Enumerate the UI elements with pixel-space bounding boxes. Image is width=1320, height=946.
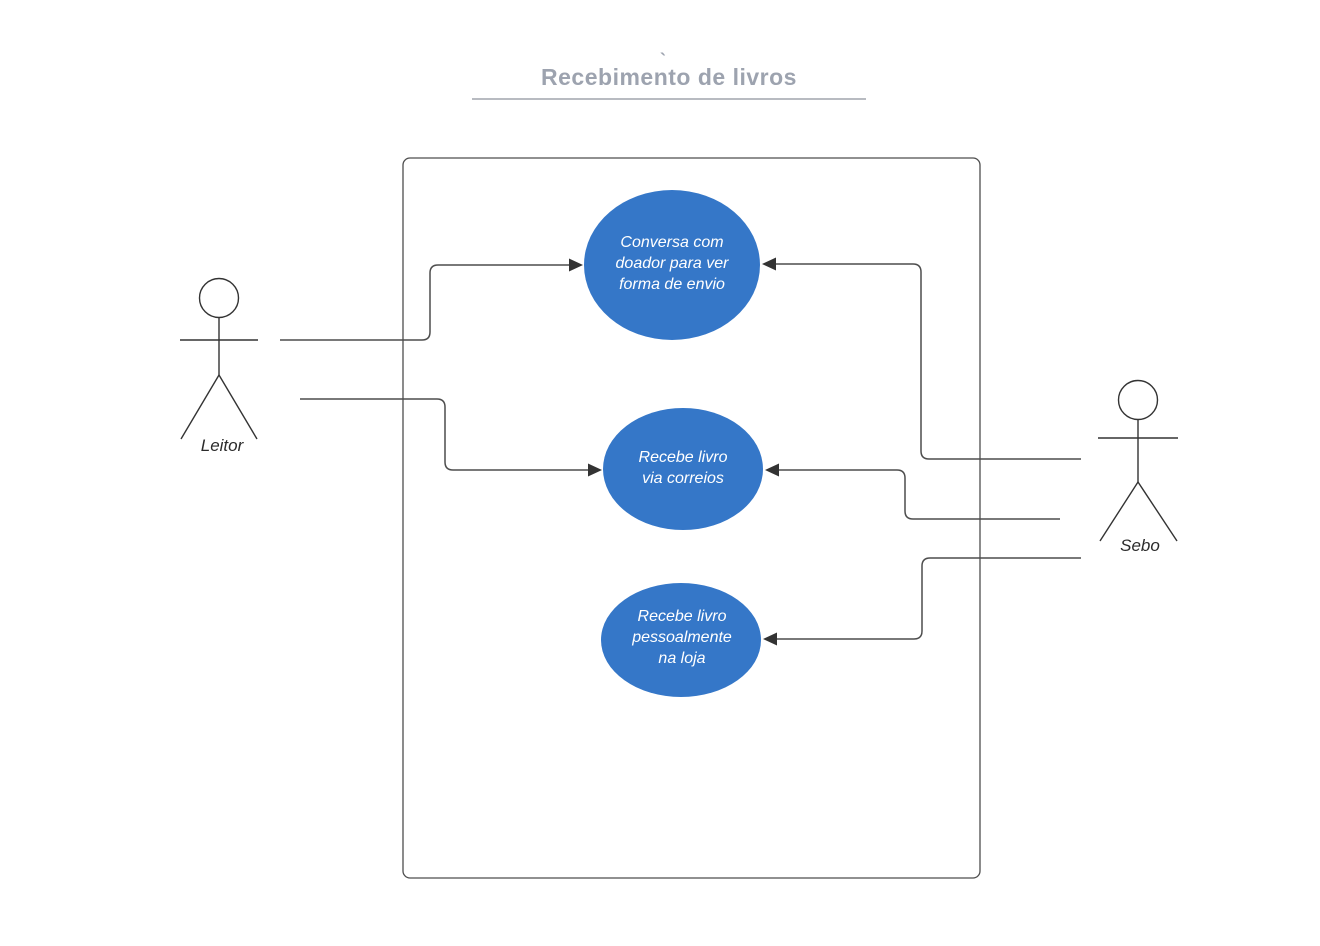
- actor-label-leitor: Leitor: [200, 436, 244, 455]
- usecase-text-line: via correios: [642, 470, 724, 487]
- actor-right-leg: [1137, 481, 1178, 542]
- title-underline: [472, 98, 866, 100]
- arrowhead-icon: [763, 632, 777, 646]
- association-sebo-correios: [765, 463, 1060, 520]
- association-line: [280, 264, 570, 341]
- actor-left-leg: [1099, 481, 1139, 542]
- usecase-ellipse-correios: [603, 408, 763, 530]
- association-line: [778, 469, 1060, 520]
- arrowhead-icon: [569, 258, 583, 272]
- usecase-text-line: doador para ver: [615, 255, 729, 272]
- actor-right-leg: [218, 374, 258, 440]
- arrowhead-icon: [762, 257, 776, 271]
- association-line: [300, 398, 589, 471]
- title-accent-mark: `: [660, 50, 666, 70]
- usecase-label-loja: Recebe livro pessoalmente na loja: [592, 606, 772, 669]
- arrowhead-icon: [765, 463, 779, 477]
- actor-head: [1117, 379, 1159, 421]
- usecase-text-line: na loja: [658, 650, 706, 667]
- usecase-text-line: Conversa com: [620, 234, 724, 251]
- usecase-label-conversa: Conversa com doador para ver forma de en…: [582, 232, 762, 295]
- association-line: [775, 263, 1081, 460]
- page-title: Recebimento de livros: [541, 64, 797, 90]
- association-leitor-correios: [300, 398, 602, 477]
- actor-left-leg: [180, 374, 220, 440]
- usecase-text-line: Recebe livro: [637, 608, 727, 625]
- usecase-label-correios: Recebe livro via correios: [593, 447, 773, 489]
- association-leitor-conversa: [280, 258, 583, 341]
- usecase-text-line: pessoalmente: [632, 629, 732, 646]
- actor-figure-leitor: [180, 277, 258, 440]
- actor-label-sebo: Sebo: [1120, 536, 1160, 555]
- usecase-text-line: Recebe livro: [638, 449, 728, 466]
- arrowhead-icon: [588, 463, 602, 477]
- actor-figure-sebo: [1098, 379, 1178, 542]
- actor-head: [198, 277, 240, 319]
- usecase-ellipse-loja: [601, 583, 761, 697]
- usecase-text-line: forma de envio: [619, 276, 725, 293]
- association-sebo-conversa: [762, 257, 1081, 460]
- usecase-ellipse-conversa: [584, 190, 760, 340]
- association-sebo-loja: [763, 557, 1081, 646]
- association-line: [776, 557, 1081, 640]
